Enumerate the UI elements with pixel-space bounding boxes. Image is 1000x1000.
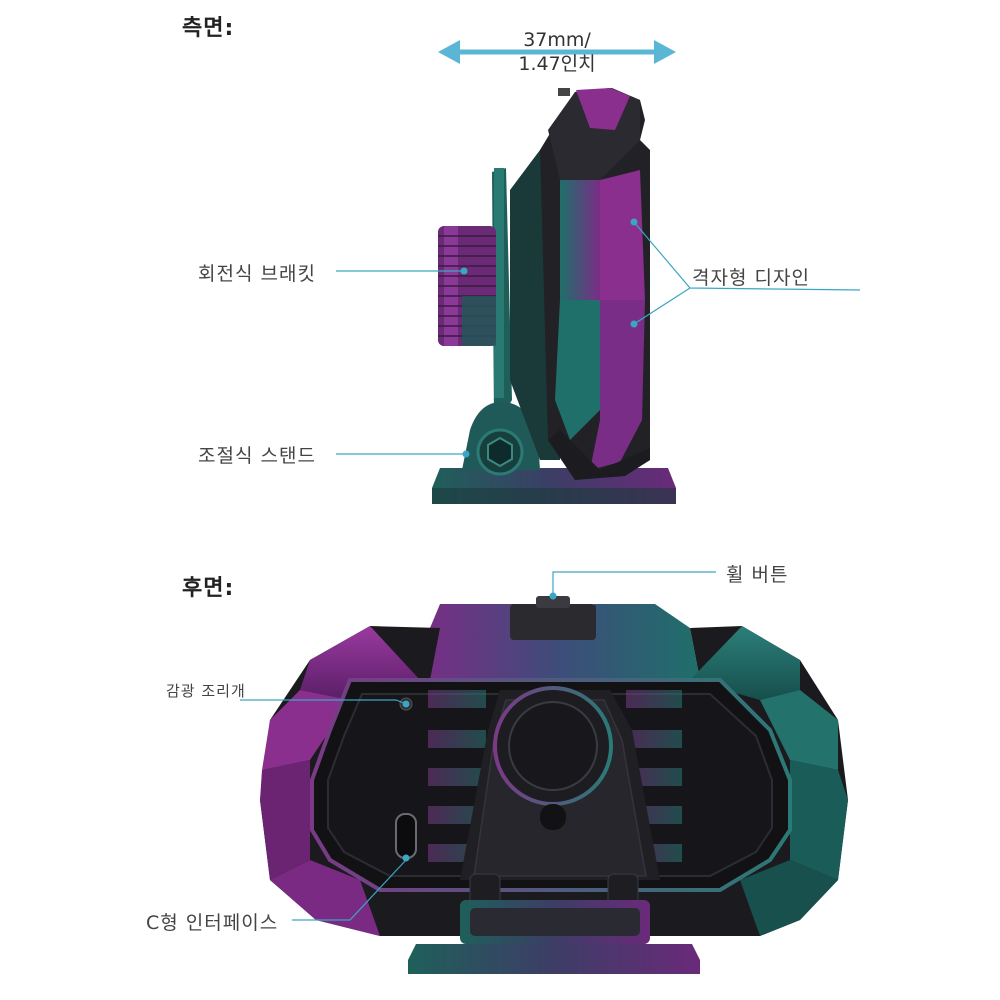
dimension-mm: 37mm/ [523, 29, 591, 51]
side-main-body [510, 88, 650, 480]
side-callout-lines [336, 218, 861, 458]
side-view-heading: 측면: [182, 16, 235, 41]
rear-view-heading: 후면: [182, 576, 235, 601]
rear-callout-lines [240, 571, 716, 921]
callout-adjustable-stand: 조절식 스탠드 [198, 445, 316, 467]
rotating-knob [438, 226, 496, 346]
callout-rotating-bracket: 회전식 브래킷 [198, 263, 316, 285]
callout-type-c: C형 인터페이스 [146, 912, 279, 934]
rear-device [260, 596, 848, 974]
callout-light-sensor: 감광 조리개 [166, 682, 246, 700]
dimension-arrow [438, 40, 676, 64]
dimension-inch: 1.47인치 [518, 53, 596, 75]
side-hinge [462, 401, 540, 476]
callout-wheel-button: 휠 버튼 [726, 564, 789, 586]
callout-grid-design: 격자형 디자인 [692, 267, 810, 289]
side-stand-arm [492, 168, 512, 420]
side-base-plate [432, 468, 676, 504]
dimension-label: 37mm/ 1.47인치 [492, 28, 622, 76]
